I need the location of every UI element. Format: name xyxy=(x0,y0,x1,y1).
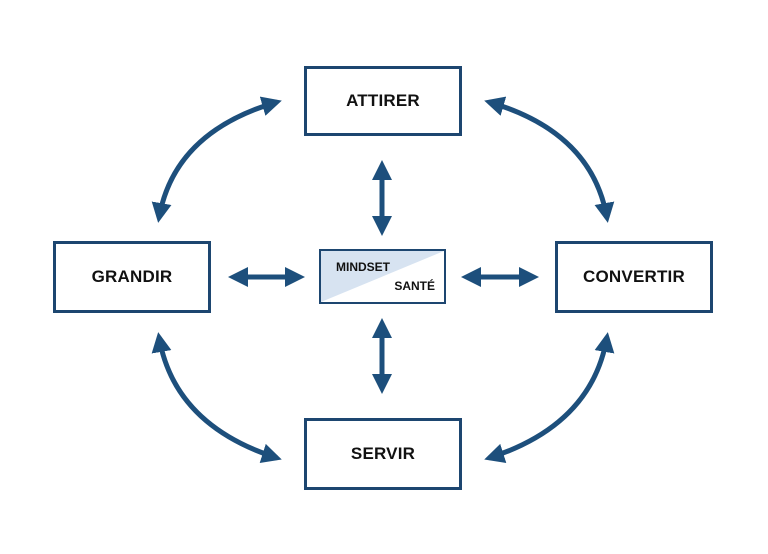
center-node: MINDSET SANTÉ xyxy=(319,249,446,304)
node-servir: SERVIR xyxy=(304,418,462,490)
node-grandir: GRANDIR xyxy=(53,241,211,313)
node-convertir-label: CONVERTIR xyxy=(583,267,685,286)
arrow-grandir-attirer xyxy=(151,96,282,223)
arrow-servir-grandir xyxy=(151,332,282,463)
node-convertir: CONVERTIR xyxy=(555,241,713,313)
arrow-convertir-servir xyxy=(484,332,615,463)
node-attirer-label: ATTIRER xyxy=(346,91,420,110)
node-grandir-label: GRANDIR xyxy=(91,267,173,286)
node-servir-label: SERVIR xyxy=(350,444,416,463)
center-label-mindset: MINDSET xyxy=(336,260,390,274)
arrow-attirer-convertir xyxy=(484,96,615,223)
center-diagonal-fill xyxy=(321,251,444,302)
node-attirer: ATTIRER xyxy=(304,66,462,136)
center-label-sante: SANTÉ xyxy=(394,279,435,293)
